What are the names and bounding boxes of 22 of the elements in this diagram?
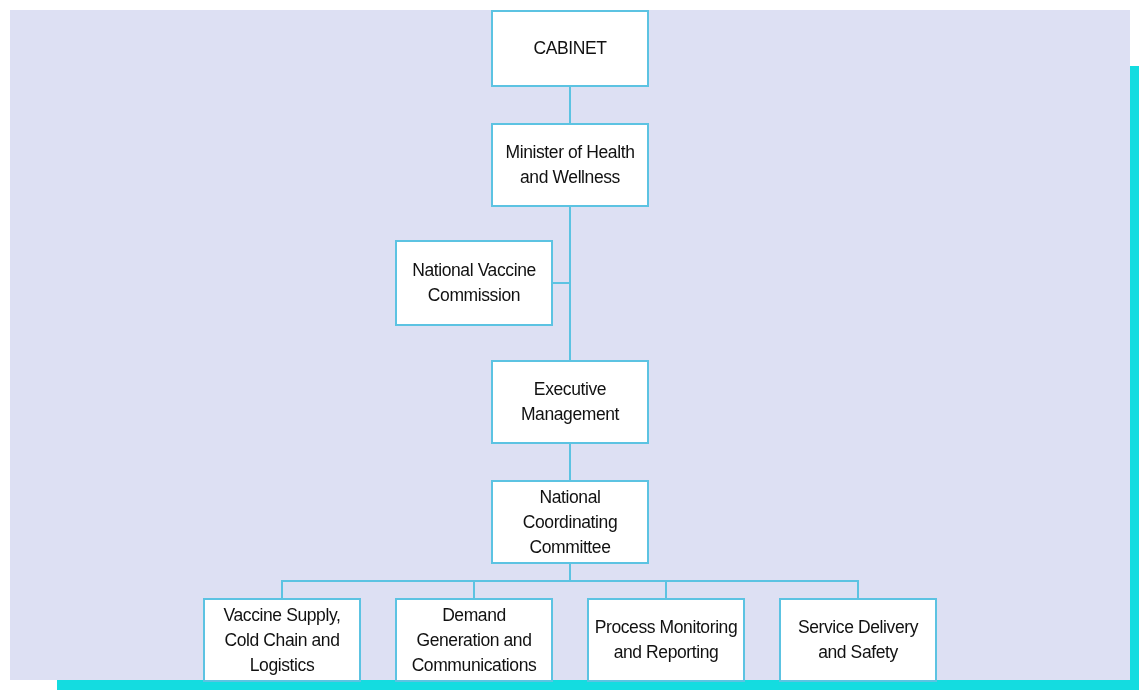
box-label: CABINET xyxy=(533,37,607,60)
org-box xyxy=(491,10,649,87)
box-label: Vaccine Supply, Cold Chain and Logistics xyxy=(222,603,342,677)
box-label: Executive Management xyxy=(519,378,621,426)
connector-line xyxy=(569,206,571,361)
box-label: Process Monitoring and Reporting xyxy=(593,616,739,664)
org-box xyxy=(491,360,649,444)
connector-line xyxy=(569,563,859,599)
org-box xyxy=(491,123,649,207)
box-label: National Vaccine Commission xyxy=(411,259,537,307)
box-label: Minister of Health and Wellness xyxy=(504,141,636,189)
org-box xyxy=(779,598,937,682)
box-label: Service Delivery and Safety xyxy=(797,616,920,664)
box-label: Demand Generation and Communications xyxy=(410,603,538,677)
connector-line xyxy=(569,443,571,481)
box-label: National Coordinating Committee xyxy=(521,485,619,559)
org-box xyxy=(395,598,553,682)
org-box xyxy=(587,598,745,682)
connector-line xyxy=(569,86,571,124)
org-box xyxy=(203,598,361,682)
org-box xyxy=(491,480,649,564)
org-box xyxy=(395,240,553,326)
